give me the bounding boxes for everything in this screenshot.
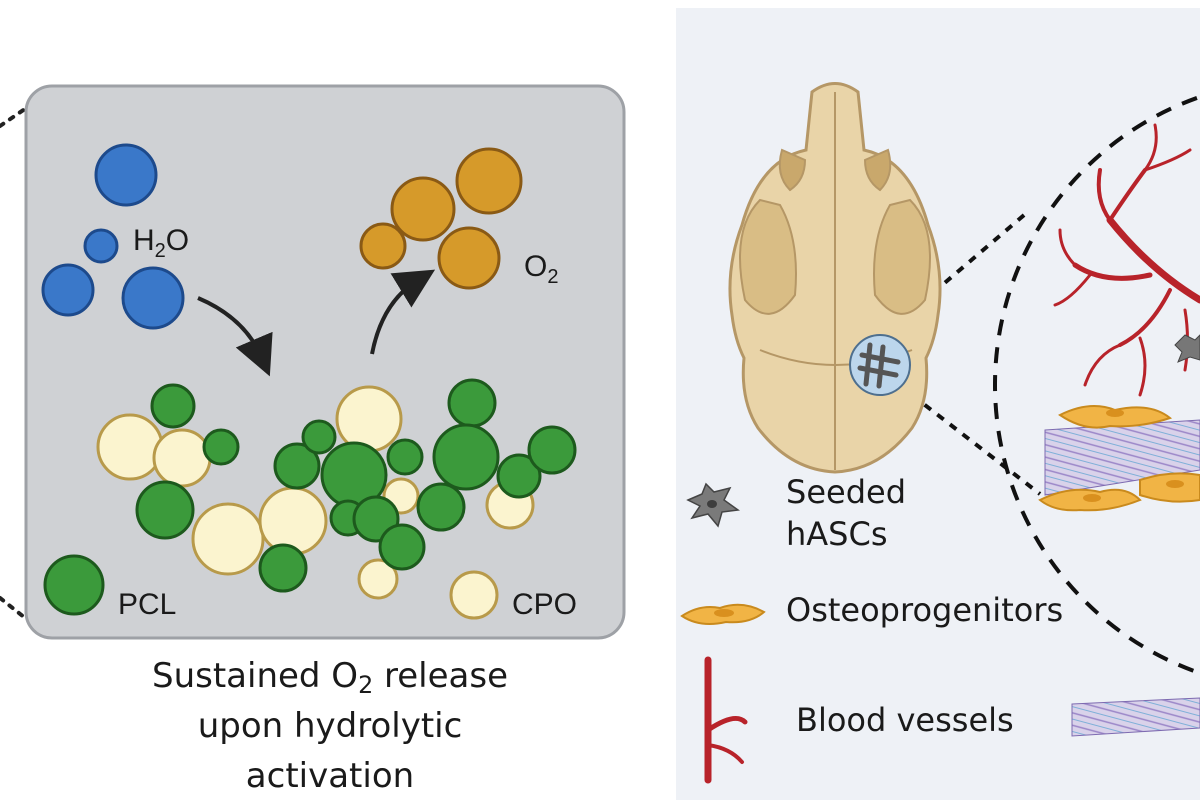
- legend-blood-vessels: Blood vessels: [796, 701, 1014, 739]
- arrow-scaffold-to-oxygen: [370, 269, 436, 355]
- water-bubble: [83, 228, 119, 264]
- blood-vessel-icon: [704, 656, 748, 784]
- skull-right-zygomatic: [873, 198, 931, 315]
- fiber-legend-icon: [1071, 697, 1200, 737]
- pcl-particle: [258, 543, 308, 593]
- water-label: H2O: [133, 224, 189, 262]
- pcl-particle: [416, 482, 466, 532]
- water-bubble: [94, 143, 158, 207]
- vessel-network: [1053, 123, 1200, 397]
- oxygen-bubble: [455, 147, 523, 215]
- osteoprogenitor-icon: [680, 603, 766, 625]
- pcl-particle: [386, 438, 424, 476]
- oxygen-bubble: [437, 226, 501, 290]
- osteoprogenitor-cells: [1038, 405, 1200, 512]
- seeded-hascs-icon: [686, 482, 740, 528]
- legend-seeded-line1: Seeded: [786, 473, 906, 511]
- cpo-particle: [191, 502, 265, 576]
- pcl-particle: [273, 442, 321, 490]
- cpo-particle: [258, 486, 328, 556]
- pcl-particle: [202, 428, 240, 466]
- caption-line-1: Sustained O2 release: [151, 656, 508, 699]
- cpo-label: CPO: [512, 588, 577, 621]
- legend-osteoprogenitors: Osteoprogenitors: [786, 591, 1064, 629]
- pcl-label: PCL: [118, 588, 176, 621]
- legend-seeded-line2: hASCs: [786, 515, 888, 553]
- pcl-particles: [43, 378, 577, 616]
- skull-right-orbit: [863, 148, 892, 192]
- pcl-particle: [378, 523, 426, 571]
- oxygen-molecules: [359, 147, 523, 290]
- cpo-particle: [96, 413, 164, 481]
- cpo-particle: [335, 385, 403, 453]
- water-molecules: [41, 143, 185, 330]
- caption-line-2: upon hydrolytic: [197, 706, 463, 746]
- pcl-particle: [447, 378, 497, 428]
- implant-connector-bottom: [910, 393, 1042, 496]
- oxygen-bubble: [359, 222, 407, 270]
- cpo-particle: [152, 428, 212, 488]
- oxygen-bubble: [390, 176, 456, 242]
- cpo-legend-particle: [449, 570, 499, 620]
- pcl-particle: [301, 419, 337, 455]
- caption-line-3: activation: [245, 756, 415, 796]
- pcl-particle: [432, 423, 500, 491]
- cpo-particle: [357, 558, 399, 600]
- water-bubble: [121, 266, 185, 330]
- pcl-particle: [150, 383, 196, 429]
- water-bubble: [41, 263, 95, 317]
- pcl-particle: [135, 480, 195, 540]
- pcl-particle: [496, 453, 542, 499]
- seeded-cell-in-zoom: [1174, 334, 1200, 363]
- pcl-legend-particle: [43, 554, 105, 616]
- implant-scaffold: [849, 334, 911, 396]
- zoom-circle: [993, 94, 1200, 676]
- pcl-particle: [527, 425, 577, 475]
- arrow-water-to-scaffold: [197, 296, 273, 377]
- oxygen-label: O2: [524, 250, 558, 288]
- skull-left-orbit: [778, 148, 807, 192]
- skull-left-zygomatic: [739, 198, 797, 315]
